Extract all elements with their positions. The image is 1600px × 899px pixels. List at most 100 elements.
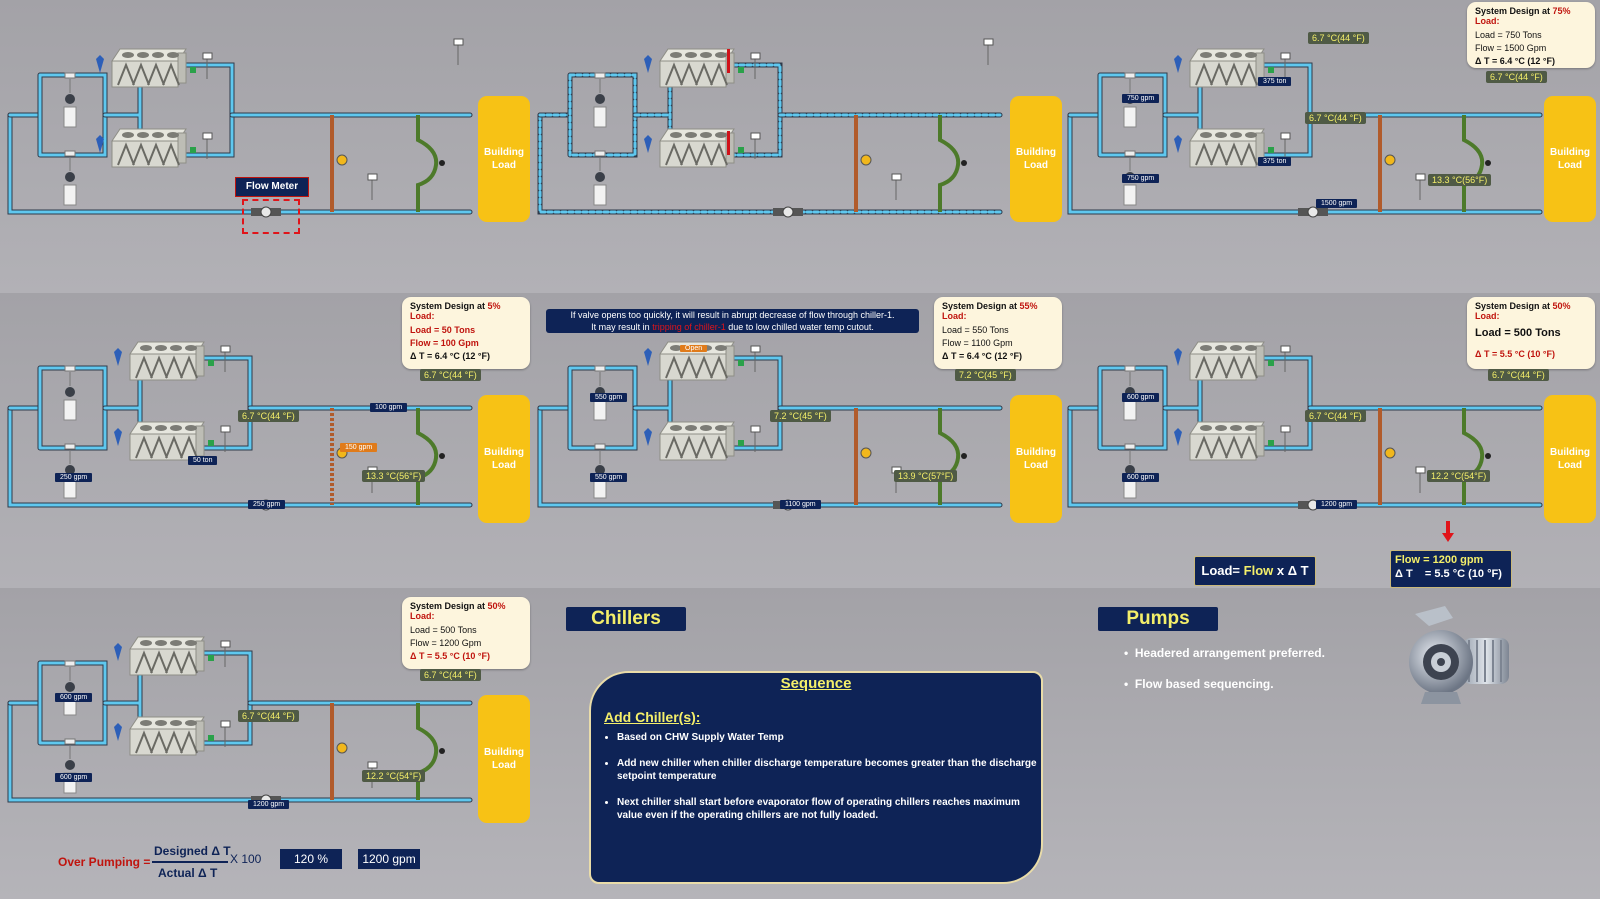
chiller-fan (152, 132, 164, 138)
flow-meter-dial (260, 206, 272, 218)
piping-svg (1067, 38, 1543, 218)
pump-gauge (64, 72, 76, 79)
status-led (190, 147, 196, 153)
return-pipe-outline (1067, 112, 1543, 215)
return-temp-tag: 13.3 °C(56°F) (362, 470, 426, 482)
chiller-fan (167, 132, 179, 138)
bypass-valve (1384, 154, 1396, 166)
chiller-fan (1215, 425, 1227, 431)
return-pipe-outline (537, 112, 1003, 215)
bypass-valve (336, 154, 348, 166)
design-info-box: System Design at 50% Load: Load = 500 To… (1467, 297, 1595, 369)
sensor-head (453, 38, 464, 46)
supply-temp-tag: 7.2 °C(45 °F) (955, 369, 1016, 381)
chiller-fan (122, 132, 134, 138)
schematic-panel-6 (1060, 293, 1600, 588)
chiller-side (195, 425, 205, 457)
main-flow-tag: 1100 gpm (780, 500, 821, 509)
building-load-box: Building Load (478, 695, 530, 823)
sensor-head (202, 132, 213, 140)
info-flow: Flow = 1100 Gpm (942, 338, 1013, 348)
chiller-fan (155, 640, 167, 646)
load-branch-pipe (938, 408, 961, 505)
down-arrow-head-icon (1442, 533, 1454, 542)
chiller-2-temp-tag: 6.7 °C(44 °F) (1305, 112, 1366, 124)
pump-gauge (64, 365, 76, 372)
chiller-fan (155, 425, 167, 431)
sensor-head (1415, 173, 1426, 181)
chiller-fan (670, 425, 682, 431)
building-load-box: Building Load (1544, 96, 1596, 222)
chiller-fan (185, 425, 197, 431)
return-pipe (1068, 406, 1542, 507)
chiller-valve (1174, 428, 1182, 446)
chiller-fan (700, 425, 712, 431)
sequence-title: Sequence (780, 675, 852, 692)
chiller-coil (150, 355, 168, 379)
bypass-valve (860, 154, 872, 166)
chiller-fan (715, 52, 727, 58)
flow-meter-highlight (242, 199, 300, 234)
valve-open-tag: Open (680, 345, 708, 352)
chiller-fan (1200, 52, 1212, 58)
chiller-coil (710, 142, 728, 166)
chiller-fan (1230, 425, 1242, 431)
chiller-valve (114, 643, 122, 661)
pump-gauge (1124, 443, 1136, 450)
return-pipe (538, 113, 1002, 214)
chiller-coil (180, 435, 198, 459)
sequence-item: Based on CHW Supply Water Temp (617, 731, 1037, 744)
chiller-fan (1245, 132, 1257, 138)
sensor-head (1280, 425, 1291, 433)
design-info-box: System Design at 75% Load: Load = 750 To… (1467, 2, 1595, 68)
chiller-side (1255, 345, 1265, 377)
row-1-background (0, 0, 1600, 293)
pump-2-flow-tag: 550 gpm (590, 473, 628, 482)
chiller-fan (670, 132, 682, 138)
over-pumping-denominator: Actual Δ T (158, 866, 218, 880)
chiller-coil (1225, 435, 1243, 459)
load-valve (439, 160, 445, 166)
load-branch-pipe (1462, 115, 1485, 212)
schematic-panel-3 (1060, 0, 1600, 293)
sensor-head (1415, 466, 1426, 474)
chiller-fan (670, 52, 682, 58)
load-branch-pipe (416, 703, 439, 800)
building-load-label: Building Load (484, 447, 524, 471)
pump-volute (65, 465, 75, 475)
chiller-side (195, 345, 205, 377)
design-info-box: System Design at 50% Load: Load = 500 To… (402, 597, 530, 669)
load-valve (1485, 453, 1491, 459)
return-pipe (1068, 113, 1542, 214)
bypass-valve (336, 742, 348, 754)
chiller-temp-tag: 7.2 °C(45 °F) (770, 410, 831, 422)
chiller-fan (1245, 345, 1257, 351)
over-pumping-label: Over Pumping = (58, 855, 151, 869)
schematic-panel-2 (530, 0, 1060, 293)
schematic-panel-5 (530, 293, 1060, 588)
sequence-item: Next chiller shall start before evaporat… (617, 796, 1037, 822)
chiller-fan (1215, 132, 1227, 138)
chiller-coil (1210, 355, 1228, 379)
info-heading-percent: 75% Load: (1475, 6, 1571, 26)
bypass-valve (860, 447, 872, 459)
chiller-coil (1195, 62, 1213, 86)
supply-temp-tag: 6.7 °C(44 °F) (1486, 71, 1547, 83)
chiller-coil (1210, 435, 1228, 459)
chiller-fan (185, 720, 197, 726)
sensor-head (750, 425, 761, 433)
chiller-fan (170, 425, 182, 431)
pumps-title: Pumps (1098, 607, 1218, 631)
status-led (1268, 67, 1274, 73)
chiller-coil (162, 142, 180, 166)
pump-gauge (64, 443, 76, 450)
flow-formula: Flow = 1200 gpm Δ T = 5.5 °C (10 °F) (1390, 550, 1512, 588)
pump-motor (1123, 106, 1137, 128)
chiller-coil (1210, 142, 1228, 166)
chiller-coil (180, 730, 198, 754)
chiller-fan (685, 425, 697, 431)
over-pumping-flow: 1200 gpm (358, 849, 420, 869)
sensor-head (220, 720, 231, 728)
chiller-coil (665, 62, 683, 86)
pump-motor (63, 106, 77, 128)
